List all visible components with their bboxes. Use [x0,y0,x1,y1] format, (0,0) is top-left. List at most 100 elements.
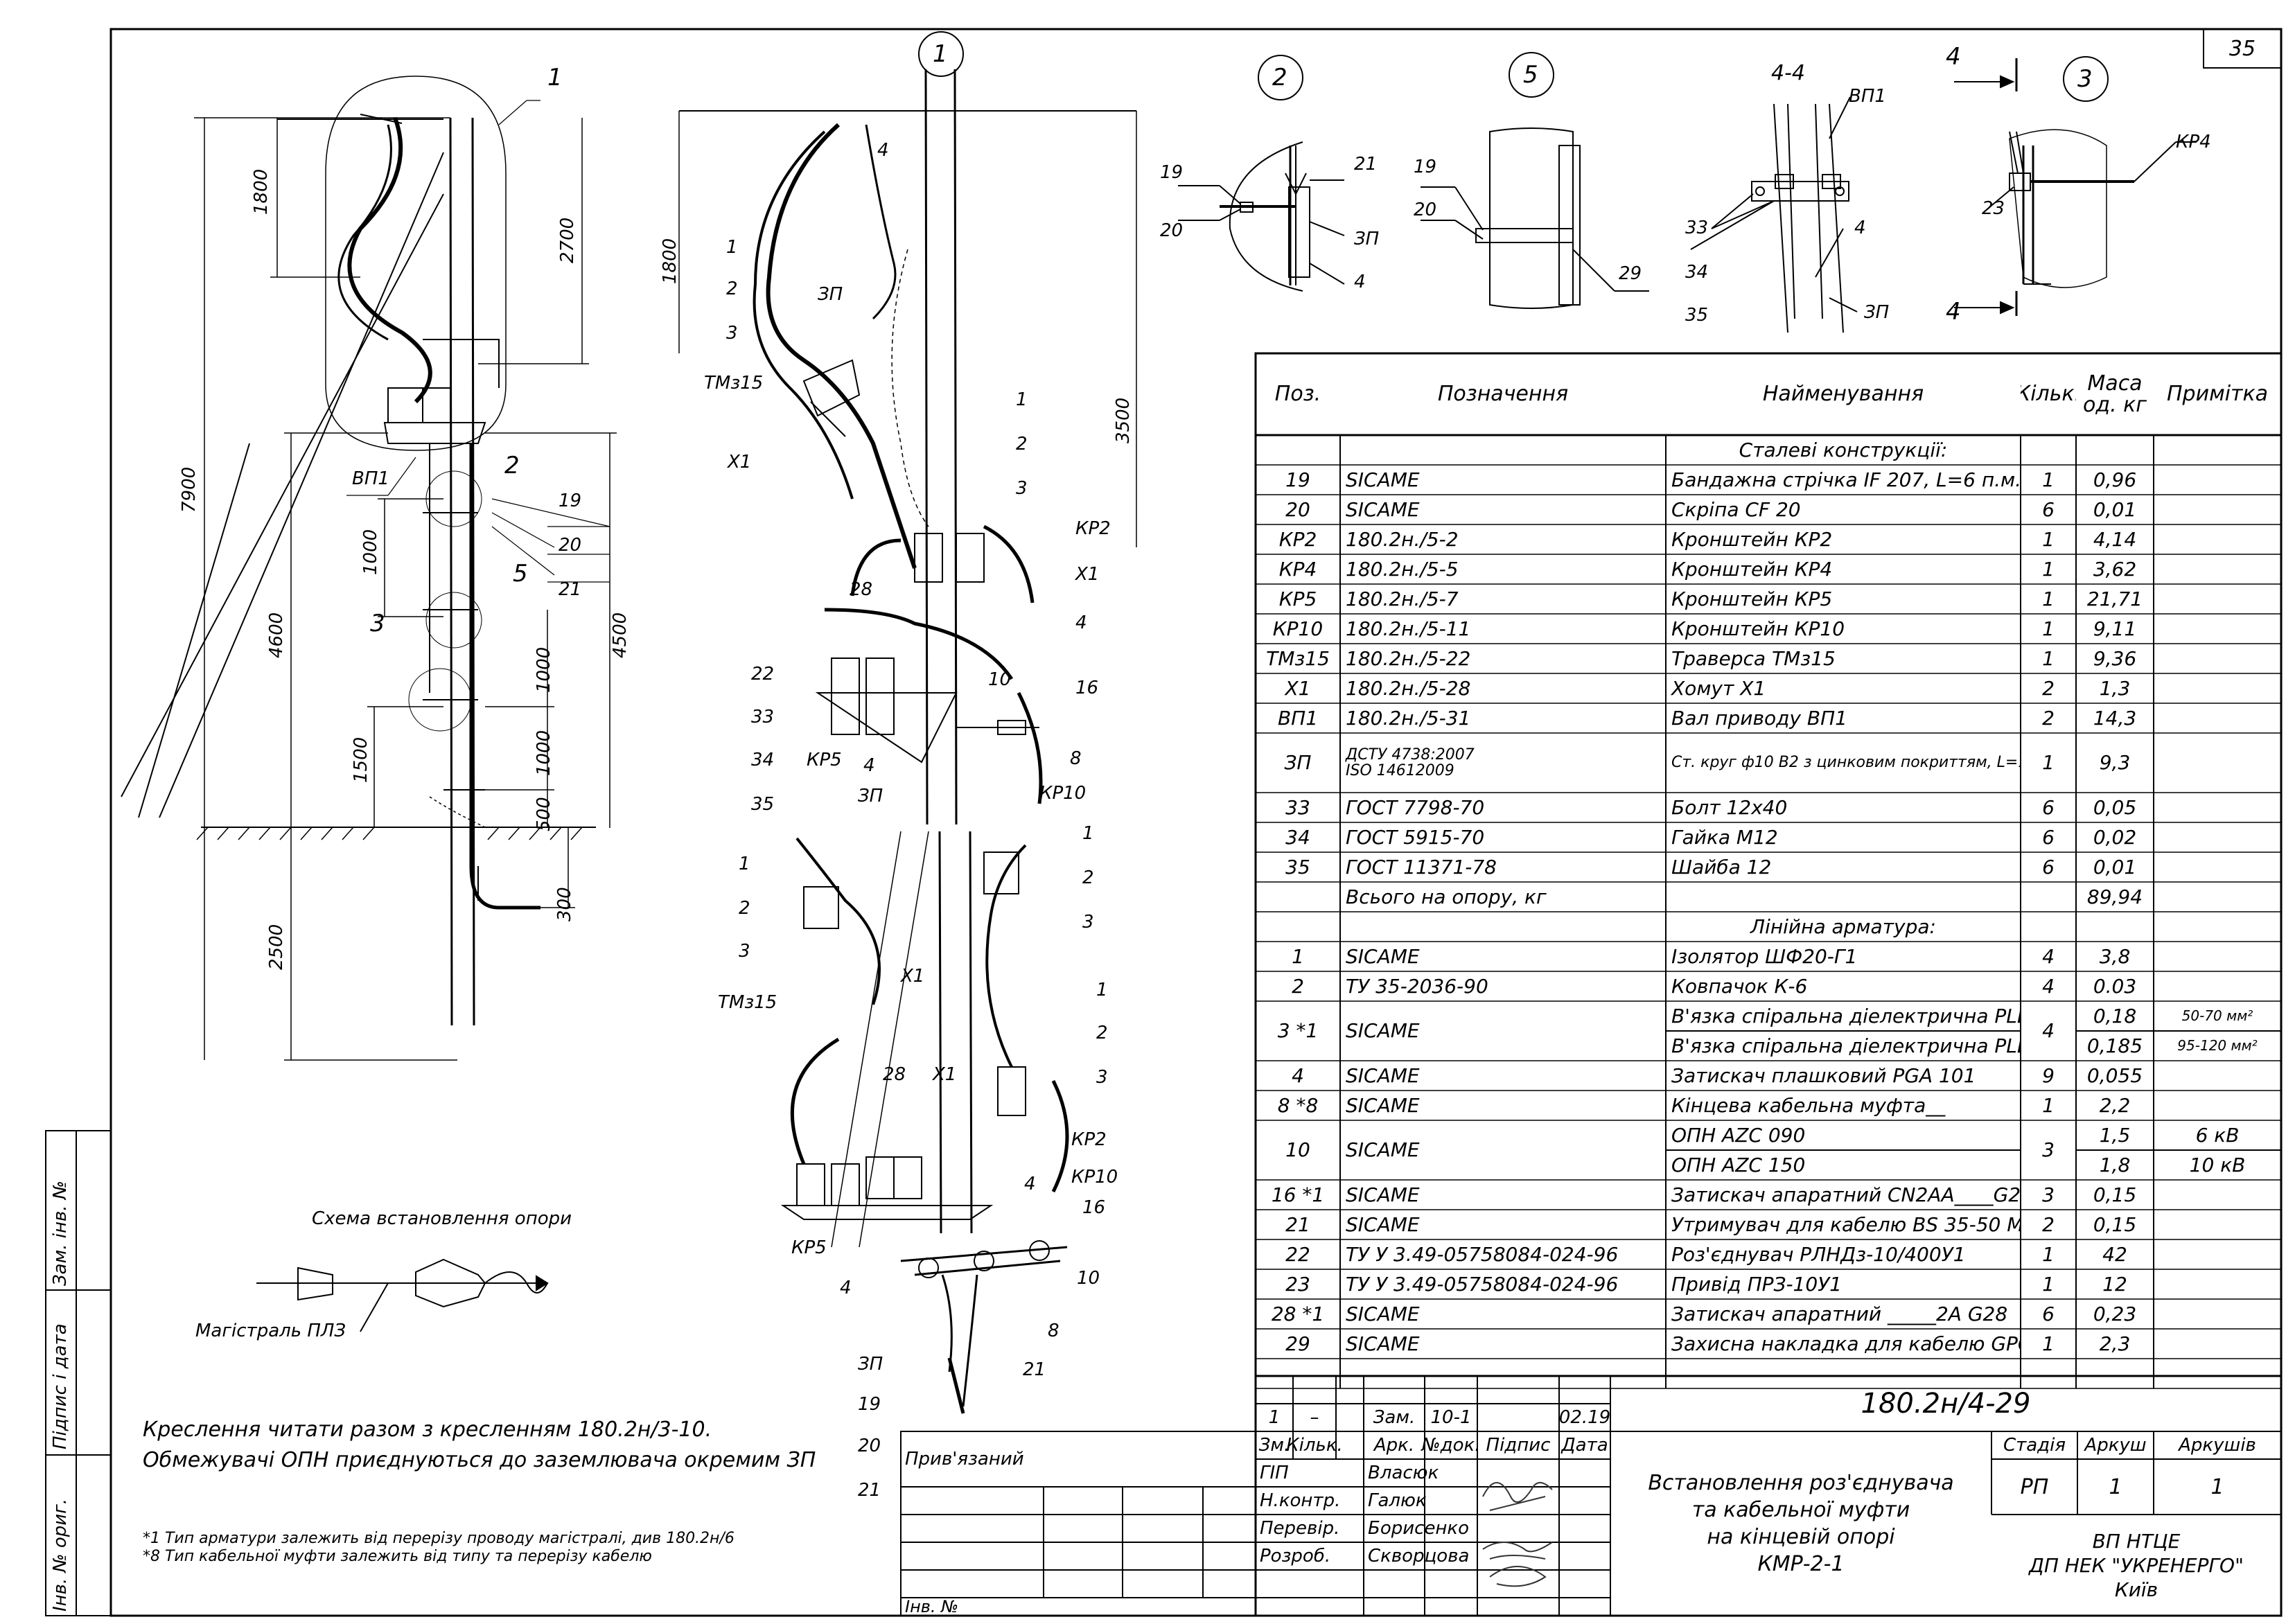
bom-qty: 3 [2042,1138,2055,1162]
dim-4500: 4500 [610,612,631,658]
bom-mass: 21,71 [2086,587,2143,610]
header-pos: Поз. [1274,382,1321,407]
bom-note [2154,971,2281,1001]
v1b-label: КР2 [1071,1129,1107,1150]
bom-designation: SICAME [1346,1063,1420,1087]
d5-label: 20 [1414,200,1437,220]
s44-label: 4 [1854,218,1866,238]
bom-mass: 0,15 [2093,1212,2137,1236]
s44-label: ЗП [1864,302,1890,323]
sheets-header: Аркушів [2179,1435,2256,1456]
bom-name: Ст. круг ф10 В2 з цинковим покриттям, L=… [1671,754,2021,772]
bom-pos: ВП1 [1277,706,1319,730]
hdr-date: Дата [1561,1435,1608,1456]
bom-name: Кронштейн КР10 [1671,617,1845,640]
detail-5-circle: 5 [1523,61,1538,89]
bom-designation: SICAME [1346,468,1420,491]
bom-qty: 1 [2042,557,2055,581]
detail-5-drawing [1421,52,1649,309]
v1-label: 4 [863,755,875,776]
section-4-4-title: 4-4 [1771,61,1805,85]
bom-note [2154,793,2281,822]
v1-label: 28 [850,579,873,600]
title-line: та кабельної муфти [1691,1498,1910,1522]
note-line-2: Обмежувачі ОПН приєднуються до заземлюва… [143,1448,816,1472]
bom-qty: 6 [2042,497,2055,521]
bom-qty: 2 [2042,676,2055,700]
hdr-ndok: №док. [1421,1435,1481,1456]
v1b-label: 20 [858,1436,881,1456]
v1b-label: Х1 [901,966,925,987]
d2-label: 20 [1160,220,1184,241]
v1b-label: 1 [739,854,750,874]
bom-name: Привід ПРЗ-10У1 [1671,1272,1843,1296]
v1-label: 16 [1075,678,1099,698]
s44-label: 35 [1685,305,1709,326]
bom-qty: 1 [2042,1272,2055,1296]
bom-name: Кронштейн КР5 [1671,587,1833,610]
sig-name: Галюк [1368,1490,1427,1511]
bom-name: В'язка спіральна діелектрична PLDT2 R [1671,1004,2021,1027]
bom-designation: ТУ У 3.49-05758084-024-96 [1346,1242,1619,1266]
callout-3: 3 [370,610,385,637]
bom-qty: 4 [2042,944,2055,968]
bom-qty: 1 [2042,617,2055,640]
v1b-label: 3 [739,941,750,962]
section-4-4-drawing [1690,96,1858,333]
callout-19: 19 [559,491,582,511]
v1b-label: КР10 [1071,1167,1118,1188]
bom-note [2154,465,2281,495]
bom-designation-line: ДСТУ 4738:2007 [1346,745,1475,764]
d5-label: 29 [1619,263,1642,284]
header-note: Примітка [2166,382,2269,407]
v1-label: 3 [726,323,738,344]
dim-1000-c: 1000 [534,730,554,776]
v1-label: 10 [988,669,1012,690]
bom-qty: 6 [2042,855,2055,879]
v1b-label: 1 [1082,823,1094,844]
sig-role: ГІП [1260,1463,1289,1483]
bom-note: 95-120 мм² [2177,1037,2258,1054]
bom-qty: 1 [2042,1242,2055,1266]
v1b-label: 3 [1082,912,1094,933]
sheet-number: 35 [2228,36,2256,61]
bom-pos: 35 [1285,855,1310,879]
organization: ВП НТЦЕ ДП НЕК "УКРЕНЕРГО" Київ [1991,1515,2281,1616]
bom-note [2154,1269,2281,1299]
bom-note [2154,942,2281,971]
bom-note [2154,1329,2281,1359]
drawing-title: Встановлення роз'єднувача та кабельної м… [1610,1431,1991,1616]
dim-3500: 3500 [1113,397,1134,443]
sheets-value: 1 [2210,1474,2224,1499]
bom-designation: ГОСТ 5915-70 [1346,825,1485,849]
sig-role: Розроб. [1260,1546,1331,1566]
total-label: Всього на опору, кг [1346,885,1547,908]
bom-pos: 4 [1292,1063,1304,1087]
bom-pos: ТМз15 [1266,646,1330,670]
v1-label: 34 [751,750,775,770]
callout-2: 2 [504,452,520,479]
cut-label-top: 4 [1946,43,1961,71]
bom-note [2154,1299,2281,1329]
bom-note [2154,852,2281,882]
bom-name: Болт 12х40 [1671,795,1788,819]
v1b-label: 8 [1048,1321,1059,1341]
bom-name: Затискач апаратний _____2A G28 [1671,1302,2008,1325]
bom-mass: 12 [2102,1272,2127,1296]
v1b-label: ЗП [858,1354,883,1375]
s44-label: ВП1 [1849,86,1886,107]
bom-mass: 0,02 [2093,825,2137,849]
bom-designation: 180.2н./5-11 [1346,617,1471,640]
v1-label: 8 [1070,748,1082,769]
v1b-label: 2 [739,898,750,919]
bom-pos: ЗП [1284,751,1312,775]
v1b-label: ТМз15 [718,992,777,1013]
d3-label: 23 [1982,198,2005,219]
bom-note [2154,1210,2281,1239]
bom-qty: 6 [2042,825,2055,849]
bom-mass: 9,11 [2093,617,2137,640]
scheme-main-line-label: Магістраль ПЛЗ [195,1321,346,1341]
bom-mass: 1,8 [2099,1153,2131,1176]
bom-pos: КР10 [1272,617,1324,640]
callout-5: 5 [513,560,528,588]
